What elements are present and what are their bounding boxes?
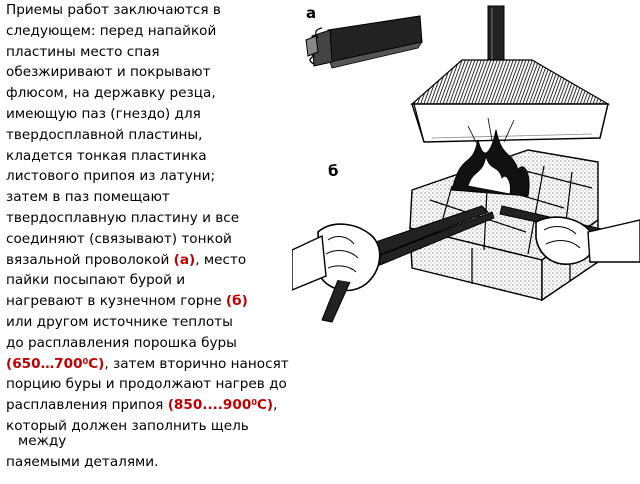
text-line: (650…7000С), затем вторично наносят: [6, 354, 336, 375]
text-fragment: С): [88, 355, 105, 372]
text-line: листового припоя из латуни;: [6, 168, 216, 185]
text-fragment: нагревают в кузнечном горне: [6, 293, 226, 310]
text-line: до расплавления порошка буры: [6, 334, 237, 351]
text-fragment: который должен заполнить щель: [6, 417, 249, 434]
text-line: флюсом, на державку резца,: [6, 85, 216, 102]
temperature-range-2: (850....9000С): [168, 397, 273, 413]
figure-ref-b: (б): [225, 293, 248, 310]
text-line: пайки посыпают бурой и: [6, 272, 186, 289]
temperature-range-1: (650…7000С): [6, 356, 104, 372]
text-line: соединяют (связывают) тонкой: [6, 230, 232, 247]
text-line: паяемыми деталями.: [6, 453, 159, 470]
text-fragment: расплавления припоя: [6, 397, 168, 414]
superscript: 0: [251, 398, 257, 408]
superscript: 0: [82, 356, 89, 366]
text-line: нагревают в кузнечном горне (б): [6, 291, 336, 312]
text-line: твердосплавную пластину и все: [6, 209, 240, 226]
text-fragment: , затем вторично наносят: [104, 355, 289, 372]
text-fragment: вязальной проволокой: [6, 251, 174, 268]
description-text: Приемы работ заключаются в следующем: пе…: [6, 0, 336, 473]
figure-label-a: а: [306, 4, 316, 22]
text-line: или другом источнике теплоты: [6, 313, 233, 330]
forge-fire-drawing: [451, 117, 530, 197]
text-fragment: (650…700: [6, 355, 83, 372]
text-fragment: между: [18, 432, 67, 449]
brazing-drawing: а б: [291, 4, 640, 323]
text-line: кладется тонкая пластинка: [6, 147, 207, 164]
text-line: расплавления припоя (850....9000С),: [6, 395, 336, 416]
cutter-holder-drawing: [305, 15, 423, 69]
text-line: вязальной проволокой (а), место: [6, 250, 336, 271]
text-line: затем в паз помещают: [6, 189, 170, 206]
text-fragment: С): [256, 397, 274, 414]
text-line: следующем: перед напайкой: [6, 22, 217, 39]
text-fragment: , место: [195, 251, 247, 268]
text-line: порцию буры и продолжают нагрев до: [6, 376, 287, 393]
figure-ref-a: (а): [173, 251, 196, 268]
text-line: Приемы работ заключаются в: [6, 2, 221, 18]
forge-hood-drawing: [410, 5, 611, 143]
text-fragment: ,: [273, 397, 278, 414]
figure-label-b: б: [328, 162, 338, 180]
text-line: обезжиривают и покрывают: [6, 64, 211, 81]
brazing-illustration: а б: [291, 0, 640, 480]
tongs-and-hands-drawing: [291, 205, 640, 323]
text-line: твердосплавной пластины,: [6, 126, 203, 143]
text-fragment: (850....900: [167, 397, 252, 414]
text-line: пластины место спая: [6, 43, 160, 60]
text-line: имеющую паз (гнездо) для: [6, 105, 201, 122]
